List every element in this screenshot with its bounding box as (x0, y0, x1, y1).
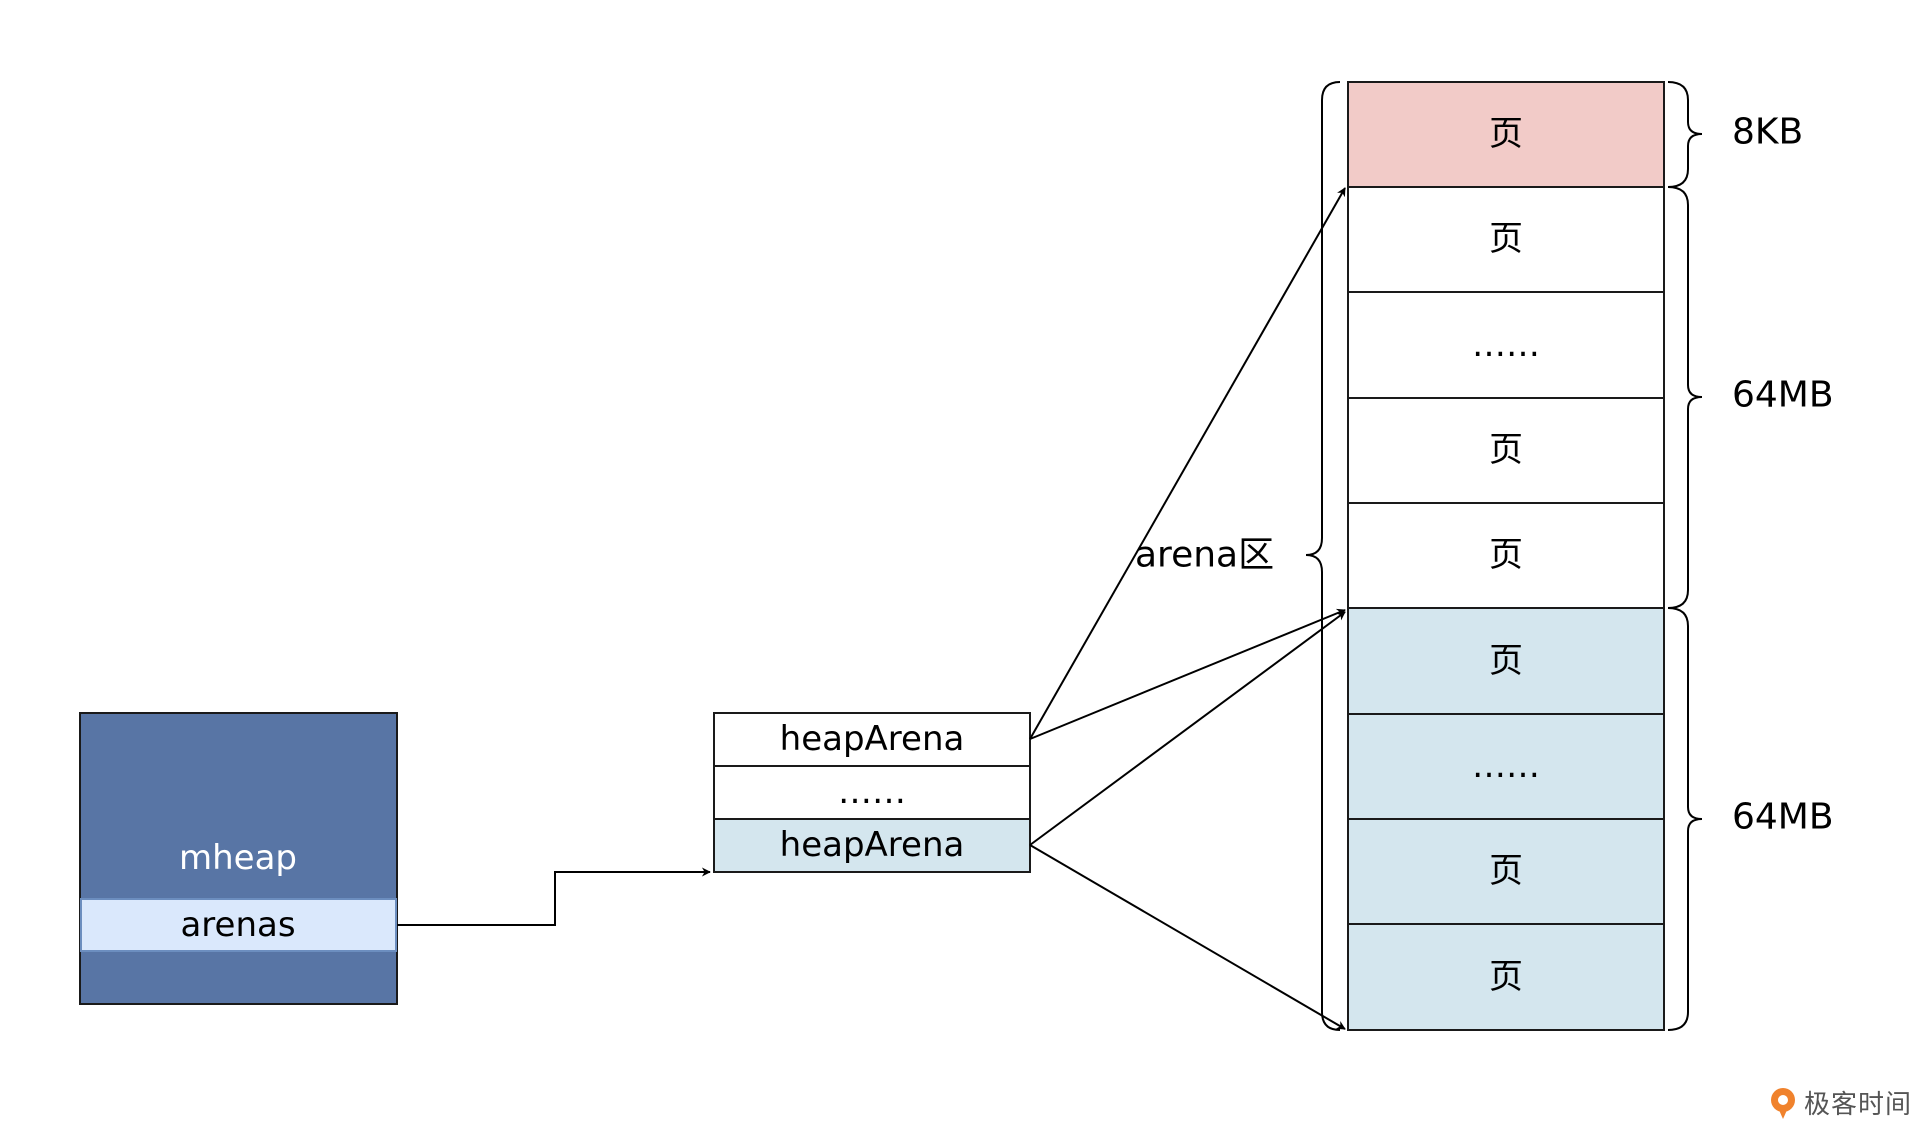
heap-arena-row-3 (713, 818, 1031, 873)
heap-arena-row-2 (713, 765, 1031, 820)
heap-arena-row-2-label: …… (838, 772, 906, 812)
watermark-text: 极客时间 (1803, 1090, 1912, 1120)
page-cell-9-label: 页 (1489, 957, 1523, 997)
page-cell-8-label: 页 (1489, 851, 1523, 891)
page-cell-9 (1347, 923, 1665, 1031)
page-cell-6-label: 页 (1489, 641, 1523, 681)
page-cell-1-label: 页 (1489, 114, 1523, 154)
page-cell-7-label: …… (1472, 746, 1540, 786)
page-cell-7 (1347, 713, 1665, 820)
page-size-brace (1667, 81, 1703, 188)
page-column: 页 页 …… 页 页 页 …… 页 页 (1347, 81, 1665, 1031)
page-cell-4-label: 页 (1489, 430, 1523, 470)
mheap-block: mheap arenas (79, 712, 398, 1005)
watermark-logo: 极客时间 (1768, 1084, 1912, 1121)
arenas-field (80, 898, 397, 952)
heap-arena-row-3-label: heapArena (780, 825, 965, 865)
page-cell-2-label: 页 (1489, 219, 1523, 259)
arena-region-brace (1305, 81, 1341, 1031)
mheap-label: mheap (179, 838, 297, 878)
mheap-box (79, 712, 398, 1005)
page-cell-6 (1347, 607, 1665, 715)
arenas-to-array-arrow (397, 867, 711, 926)
arena-size-label-2: 64MB (1732, 797, 1834, 838)
heap-arena-3-to-region-2-start-arrow (1029, 611, 1346, 846)
page-cell-3-label: …… (1472, 325, 1540, 365)
arena-region-label: arena区 (1135, 535, 1274, 576)
heap-arena-1-to-region-2-start-arrow (1029, 608, 1346, 740)
heap-arena-array: heapArena …… heapArena (713, 712, 1031, 873)
page-cell-5 (1347, 502, 1665, 609)
geektime-logo-icon (1770, 1087, 1795, 1119)
arena-size-brace-2 (1667, 607, 1703, 1031)
page-cell-8 (1347, 818, 1665, 925)
page-cell-1 (1347, 81, 1665, 188)
page-cell-5-label: 页 (1489, 535, 1523, 575)
page-cell-3 (1347, 291, 1665, 399)
heap-arena-row-1-label: heapArena (780, 719, 965, 759)
heap-arena-3-to-region-end-arrow (1029, 844, 1346, 1030)
heap-arena-1-to-region-1-start-arrow (1029, 187, 1346, 740)
arena-size-label-1: 64MB (1732, 375, 1834, 416)
arenas-field-label: arenas (180, 905, 295, 945)
arena-size-brace-1 (1667, 186, 1703, 609)
page-size-label: 8KB (1732, 112, 1803, 153)
